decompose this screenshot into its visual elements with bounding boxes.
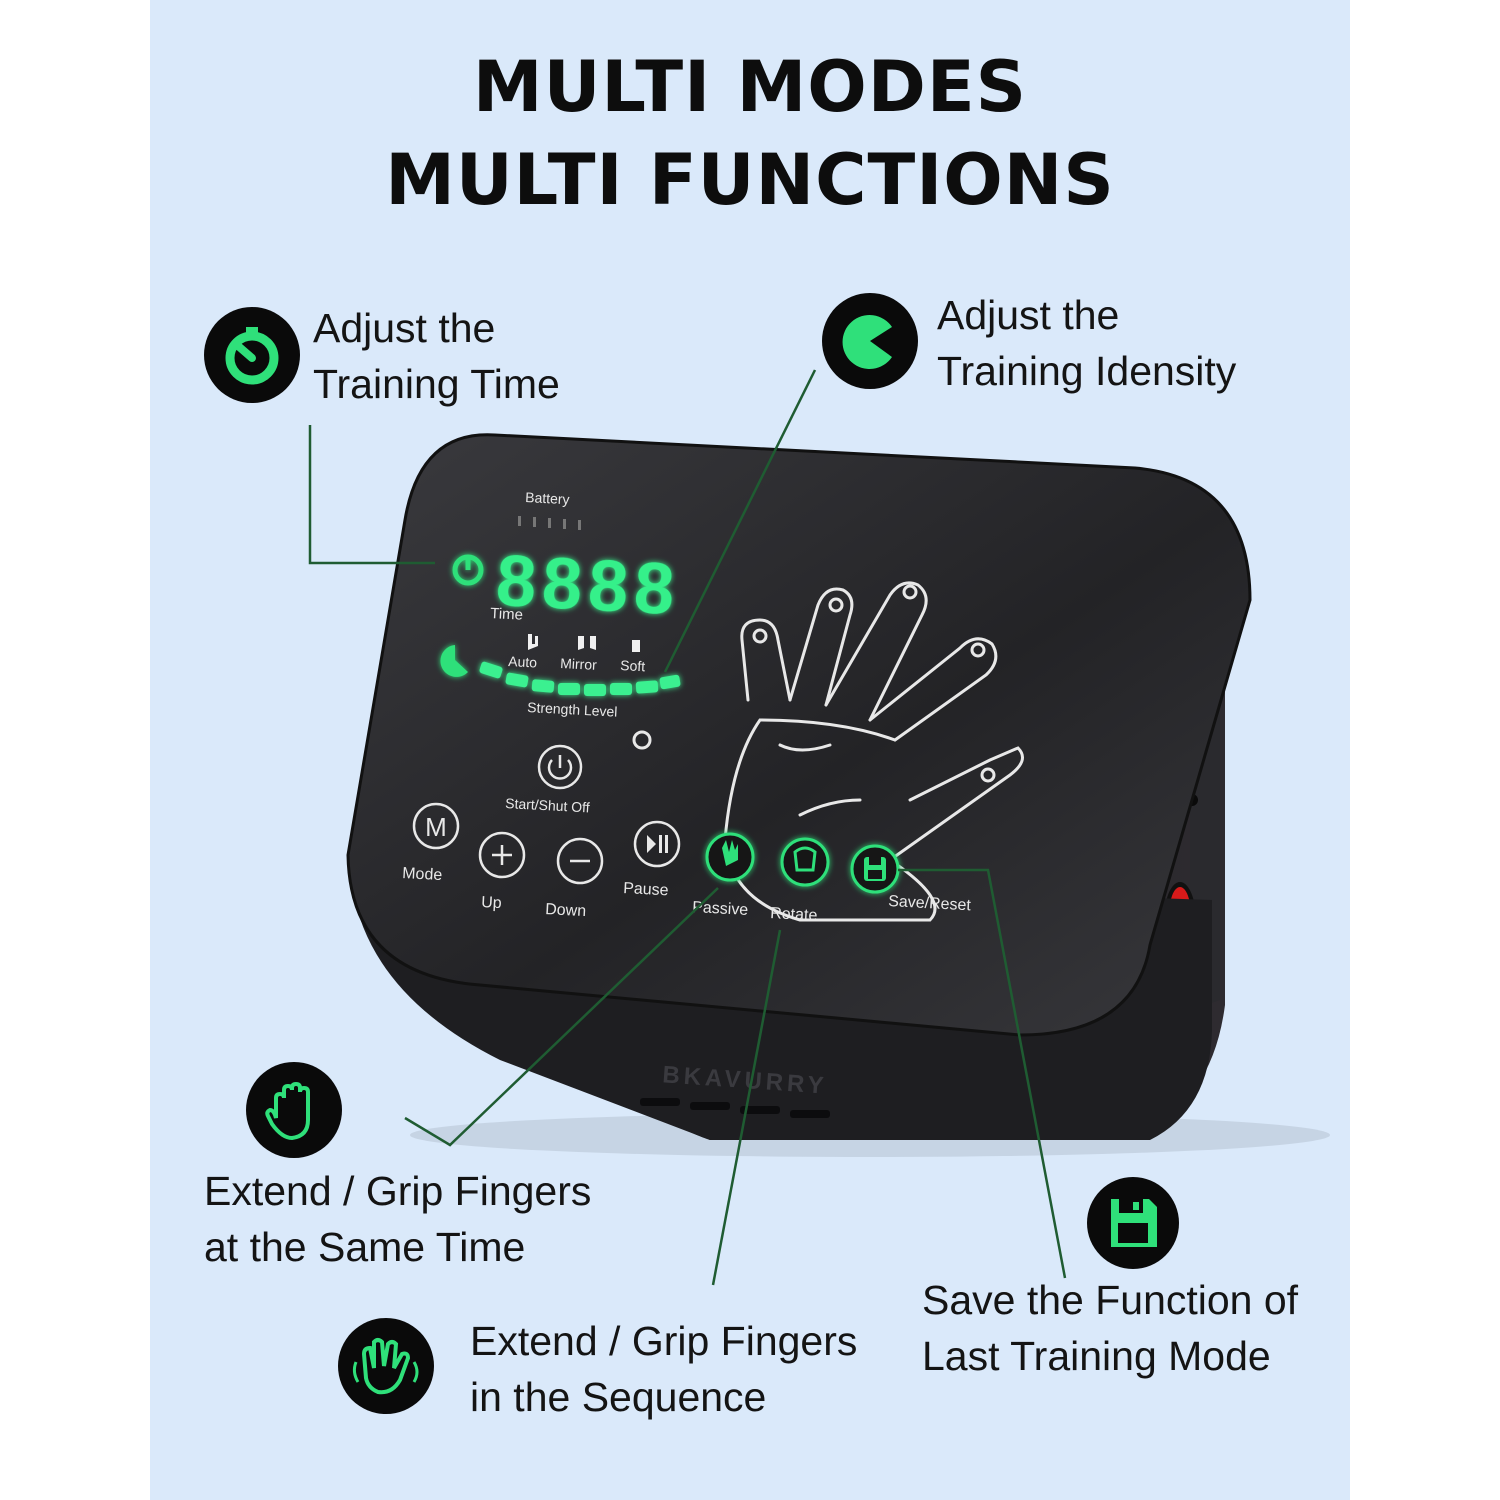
callout-training-time-line-2: Training Time (313, 361, 560, 407)
panel-intensity-icon (440, 645, 468, 677)
waving-hand-icon (338, 1318, 434, 1418)
strength-level-bar (479, 661, 681, 696)
floppy-disk-icon (1087, 1177, 1179, 1273)
callout-rotate-line-2: in the Sequence (470, 1374, 767, 1420)
hand-outline-graphic (723, 581, 1024, 922)
callout-training-intensity: Adjust the Training Idensity (937, 287, 1236, 399)
battery-label: Battery (525, 489, 570, 507)
callout-training-time: Adjust the Training Time (313, 300, 560, 412)
mode-button-label: Mode (402, 865, 443, 884)
save-reset-button[interactable] (850, 844, 900, 894)
leader-lines (308, 369, 1067, 1286)
callout-rotate: Extend / Grip Fingers in the Sequence (470, 1313, 857, 1425)
start-shut-off-label: Start/Shut Off (505, 795, 590, 815)
headline-line-1: MULTI MODES (472, 46, 1028, 128)
pause-button-label: Pause (623, 880, 669, 899)
callout-passive-line-1: Extend / Grip Fingers (204, 1168, 592, 1214)
mode-icons (528, 634, 640, 652)
leader-line-intensity (663, 369, 817, 673)
battery-indicator (518, 516, 581, 530)
time-label: Time (490, 605, 524, 624)
callout-rotate-line-1: Extend / Grip Fingers (470, 1318, 858, 1364)
open-hand-icon (246, 1062, 342, 1162)
rotate-button[interactable] (780, 837, 830, 887)
leader-line-rotate (711, 929, 782, 1286)
callout-save: Save the Function of Last Training Mode (922, 1272, 1298, 1384)
down-button-label: Down (545, 901, 587, 920)
leader-line-time (308, 425, 435, 565)
indicator-led (632, 730, 652, 750)
strength-level-label: Strength Level (527, 699, 618, 720)
panel-timer-icon (452, 554, 484, 586)
timer-icon (204, 307, 300, 407)
callout-passive-line-2: at the Same Time (204, 1224, 526, 1270)
mode-button[interactable]: M (412, 802, 460, 850)
callout-training-intensity-line-2: Training Idensity (937, 348, 1237, 394)
rotate-button-label: Rotate (770, 905, 818, 924)
mode-button-glyph: M (425, 812, 447, 842)
callout-save-line-2: Last Training Mode (922, 1333, 1271, 1379)
pause-button[interactable] (633, 820, 681, 868)
intensity-gauge-icon (822, 293, 918, 393)
up-button-label: Up (481, 894, 502, 912)
mode-label-soft: Soft (620, 657, 646, 674)
callout-passive: Extend / Grip Fingers at the Same Time (204, 1163, 591, 1275)
callout-training-time-line-1: Adjust the (313, 305, 496, 351)
mode-label-auto: Auto (508, 653, 538, 670)
headline-line-2: MULTI FUNCTIONS (385, 139, 1115, 221)
passive-button-label: Passive (692, 899, 749, 919)
up-button[interactable] (478, 831, 526, 879)
mode-label-mirror: Mirror (560, 655, 598, 673)
callout-save-line-1: Save the Function of (922, 1277, 1299, 1323)
down-button[interactable] (556, 837, 604, 885)
save-reset-button-label: Save/Reset (888, 893, 972, 914)
leader-line-save (898, 868, 1067, 1279)
time-display: 8888 (494, 541, 682, 631)
hand-rehab-device: BKAVURRY Battery 8888 Time Auto Mi (308, 369, 1330, 1286)
leader-line-passive (404, 887, 719, 1147)
start-shut-off-button[interactable] (537, 744, 583, 790)
device-face (346, 433, 1252, 1037)
vent-slots (640, 1098, 830, 1118)
callout-training-intensity-line-1: Adjust the (937, 292, 1120, 338)
product-infographic: MULTI MODES MULTI FUNCTIONS (150, 0, 1350, 1500)
passive-button[interactable] (705, 832, 755, 882)
